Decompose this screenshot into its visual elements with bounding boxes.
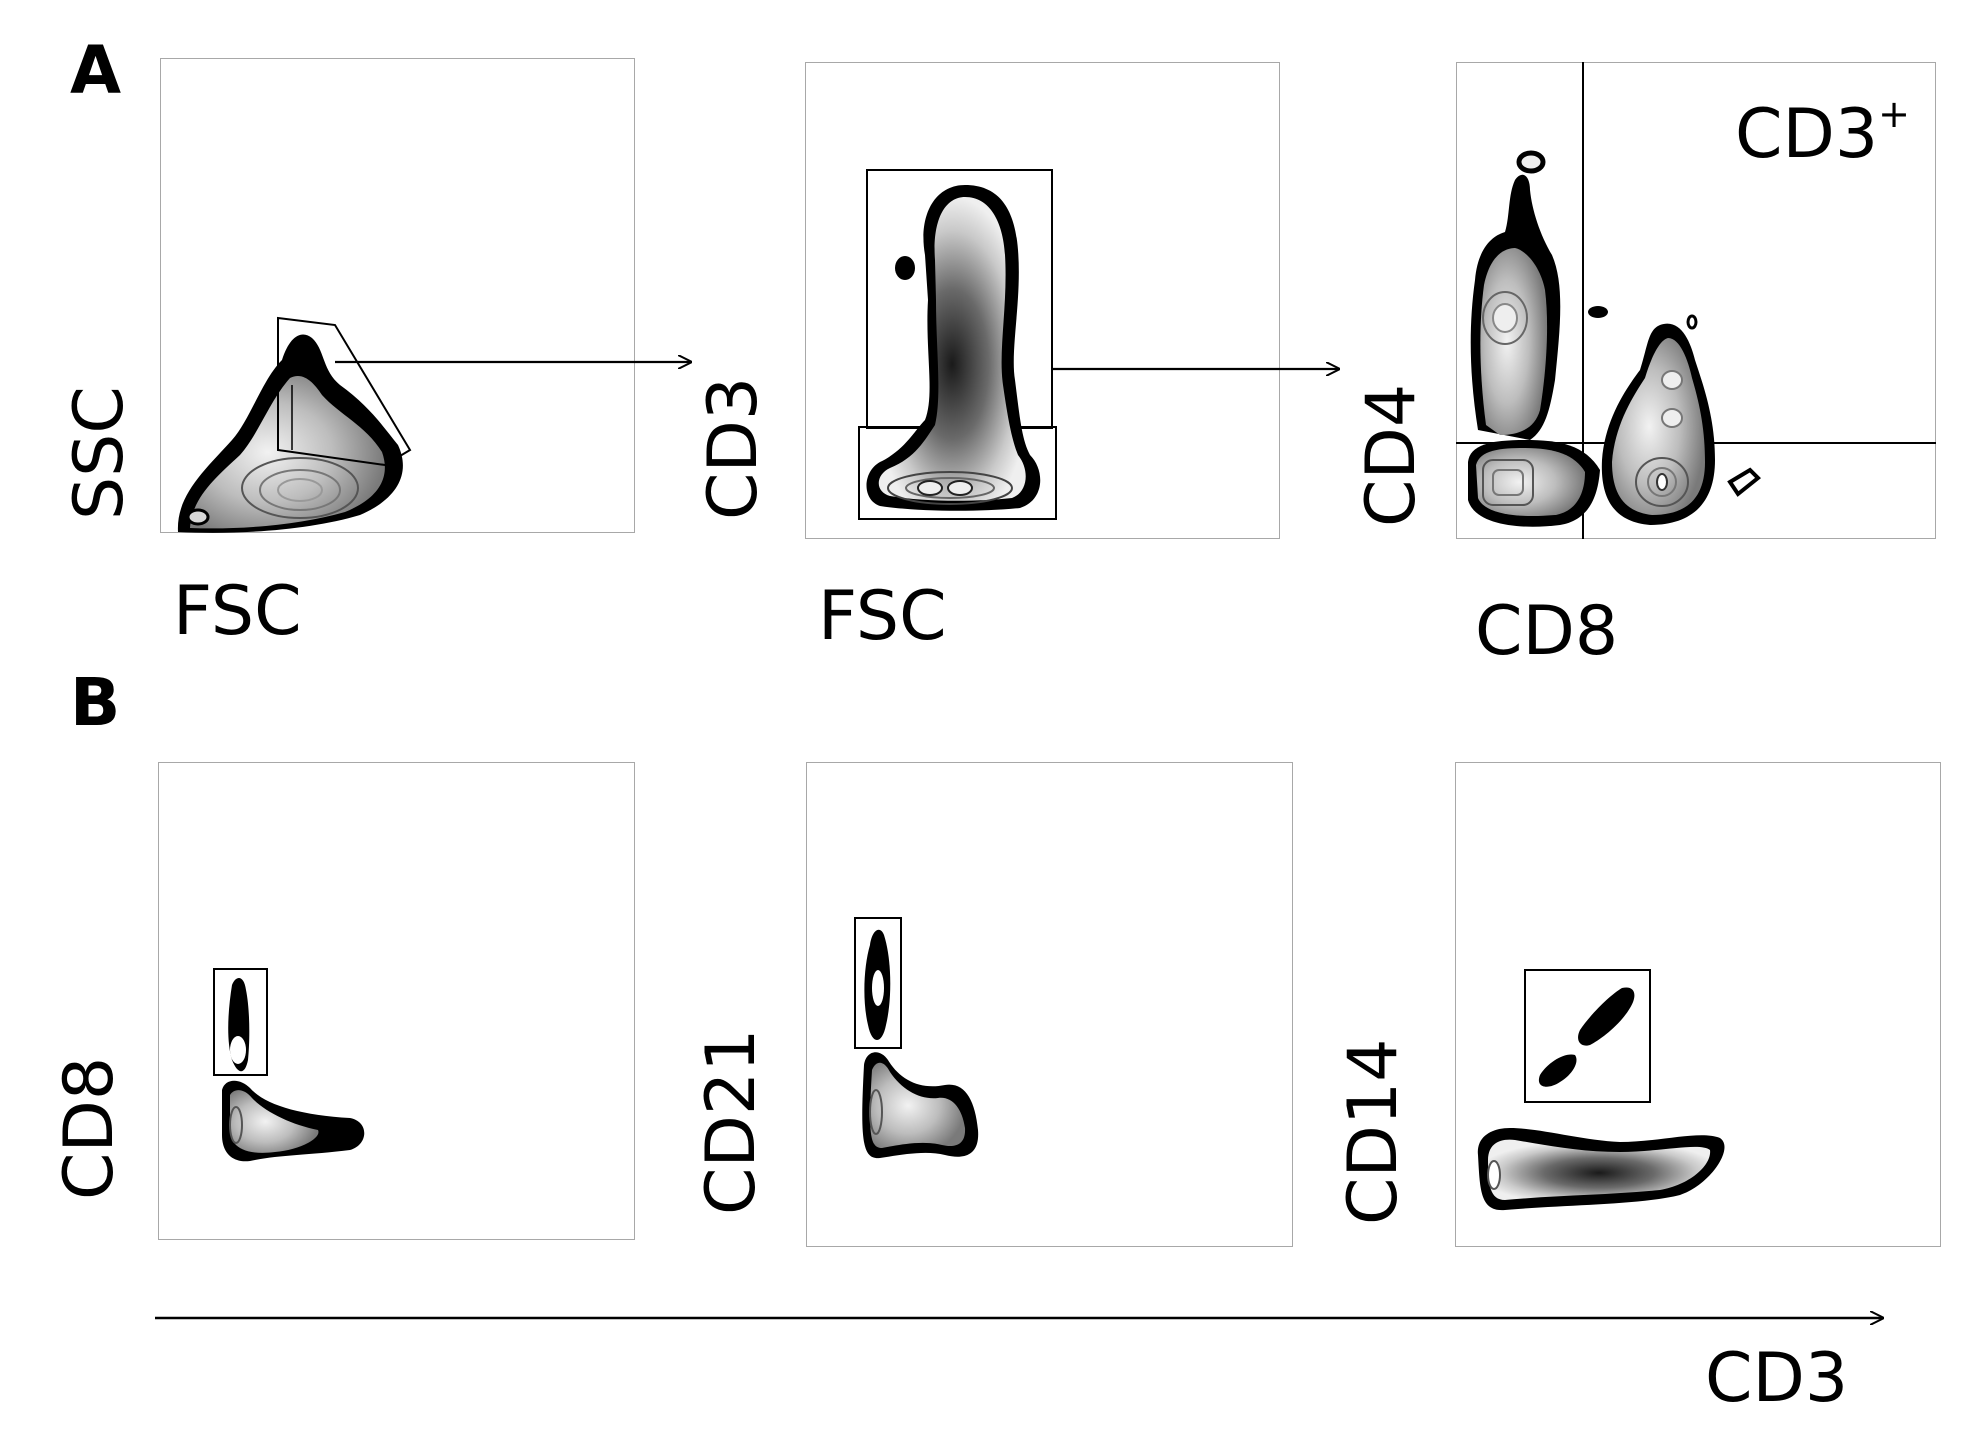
plot-b1-density: [213, 968, 365, 1162]
plot-a2-density: [858, 169, 1057, 520]
plot-b1-y-label: CD8: [50, 1056, 129, 1200]
plot-a2-x-label: FSC: [818, 577, 947, 656]
plot-a1-y-label: SSC: [60, 386, 139, 520]
panel-a-letter: A: [70, 32, 122, 109]
plot-a3-y-label: CD4: [1352, 383, 1431, 527]
plot-a3-density: [1456, 62, 1936, 539]
panel-b-letter: B: [70, 664, 121, 741]
plot-a1-density: [177, 316, 412, 533]
shared-x-label-cd3: CD3: [1705, 1339, 1849, 1418]
plot-b2-density: [854, 917, 979, 1159]
plot-a3-annotation: CD3+: [1735, 95, 1910, 169]
plot-a2-frame: [805, 62, 1280, 539]
plot-a1-x-label: FSC: [173, 572, 302, 651]
plot-a3-x-label: CD8: [1475, 592, 1619, 671]
plot-a2-y-label: CD3: [694, 376, 773, 520]
plot-b2-y-label: CD21: [692, 1028, 771, 1215]
plot-a3-annotation-sup: +: [1878, 92, 1910, 136]
plot-b3-density: [1477, 969, 1725, 1211]
plot-a3-annotation-text: CD3: [1735, 95, 1879, 174]
plot-b3-y-label: CD14: [1334, 1038, 1413, 1225]
